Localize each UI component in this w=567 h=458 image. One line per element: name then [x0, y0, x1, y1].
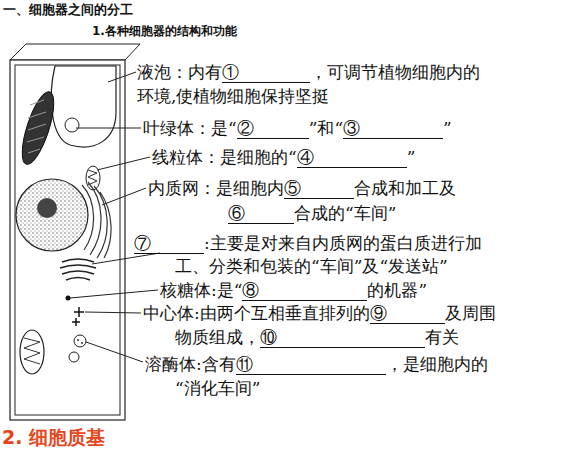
label-text: 1.各种细胞器的结构和功能 [92, 20, 237, 42]
blank-number: ⑧ [242, 280, 259, 300]
answer-blank: ⑥ [228, 203, 294, 224]
cell-wall [10, 60, 125, 420]
text-row: 液泡：内有① ，可调节植物细胞内的 [137, 61, 480, 83]
centrosome [72, 307, 84, 326]
answer-blank: ⑩ [260, 327, 425, 348]
leader-line [92, 253, 160, 264]
mitochondrion-cristae [24, 338, 40, 364]
nucleolus [37, 198, 57, 218]
text-row: 核糖体:是“⑧ 的机器” [160, 279, 427, 301]
text-row: ⑦ :主要是对来自内质网的蛋白质进行加 [134, 232, 482, 254]
text-row: 溶酶体:含有⑪ ，是细胞内的 [145, 353, 488, 375]
label-text: 的机器” [367, 279, 427, 301]
leader-line [108, 72, 136, 82]
label-text: 2. 细胞质基 [2, 426, 105, 448]
blank-number: ④ [297, 147, 314, 167]
blank-number: ⑦ [134, 233, 151, 253]
label-text: ，是细胞内的 [386, 353, 488, 375]
label-text: 物质组成， [175, 326, 260, 348]
answer-blank: ④ [297, 147, 407, 168]
label-text: 线粒体：是细胞的“ [152, 146, 297, 168]
ribosome [66, 296, 71, 301]
blank-number: ③ [343, 118, 360, 138]
text-row: ⑥ 合成的“车间” [228, 202, 396, 224]
label-text: 核糖体:是“ [160, 279, 242, 301]
vesicle [69, 352, 79, 362]
text-row: 线粒体：是细胞的“④ ” [152, 146, 415, 168]
label-text: 液泡：内有 [137, 61, 222, 83]
text-row: 内质网：是细胞内⑤ 合成和加工及 [148, 177, 456, 199]
label-text: ” [443, 117, 452, 139]
answer-blank: ⑨ [370, 303, 445, 324]
endoplasmic-reticulum [82, 182, 111, 258]
label-text: 溶酶体:含有 [145, 353, 236, 375]
label-text: 有关 [425, 326, 459, 348]
text-row: 工、分类和包装的“车间”及“发送站” [175, 255, 448, 277]
blank-number: ② [237, 118, 254, 138]
nucleus [16, 179, 88, 251]
answer-blank: ② [237, 118, 309, 139]
label-text: “消化车间” [175, 377, 260, 399]
label-text: 合成的“车间” [294, 202, 396, 224]
label-text: 叶绿体：是“ [143, 117, 237, 139]
text-row: 物质组成，⑩ 有关 [175, 326, 459, 348]
answer-blank: ⑧ [242, 280, 367, 301]
lysosome [74, 335, 86, 347]
label-text: 工、分类和包装的“车间”及“发送站” [175, 255, 448, 277]
chloroplast-grana [27, 100, 46, 153]
text-row: 环境,使植物细胞保持坚挺 [137, 85, 329, 107]
leader-line [102, 188, 146, 205]
heading: 一、细胞器之间的分工 [3, 2, 133, 18]
label-text: 内质网：是细胞内 [148, 177, 284, 199]
label-text: ” [407, 146, 416, 168]
answer-blank: ⑤ [284, 178, 354, 199]
leader-line [76, 128, 141, 129]
vacuole [51, 66, 116, 147]
golgi-apparatus [60, 259, 96, 280]
label-text: 及周围 [445, 302, 496, 324]
answer-blank: ⑦ [134, 233, 204, 254]
label-text: 合成和加工及 [354, 177, 456, 199]
answer-blank: ① [222, 62, 310, 83]
text-row: 1.各种细胞器的结构和功能 [92, 20, 237, 42]
blank-number: ⑥ [228, 203, 245, 223]
label-text: :主要是对来自内质网的蛋白质进行加 [204, 232, 482, 254]
lysosome-dot [81, 342, 83, 344]
blank-number: ① [222, 62, 239, 82]
text-row: 中心体:由两个互相垂直排列的⑨ 及周围 [143, 302, 496, 324]
lysosome-dot [77, 339, 79, 341]
vesicle [65, 118, 79, 132]
blank-number: ⑪ [236, 354, 253, 374]
label-text: ”和“ [309, 117, 343, 139]
text-row: 2. 细胞质基 [2, 426, 105, 448]
leader-line [86, 342, 143, 362]
label-text: ，可调节植物细胞内的 [310, 61, 480, 83]
text-row: “消化车间” [175, 377, 260, 399]
mitochondrion [20, 330, 44, 374]
blank-number: ⑨ [370, 303, 387, 323]
label-text: 环境,使植物细胞保持坚挺 [137, 85, 329, 107]
blank-number: ⑤ [284, 178, 301, 198]
chloroplast [16, 88, 60, 167]
label-text: 中心体:由两个互相垂直排列的 [143, 302, 370, 324]
leader-line [70, 290, 158, 298]
cell-membrane [15, 65, 120, 415]
answer-blank: ③ [343, 118, 443, 139]
leader-line [85, 312, 141, 313]
text-row: 叶绿体：是“② ”和“③ ” [143, 117, 452, 139]
cell-wall-top [10, 44, 140, 60]
blank-number: ⑩ [260, 327, 277, 347]
leader-line [97, 157, 150, 170]
answer-blank: ⑪ [236, 354, 386, 375]
